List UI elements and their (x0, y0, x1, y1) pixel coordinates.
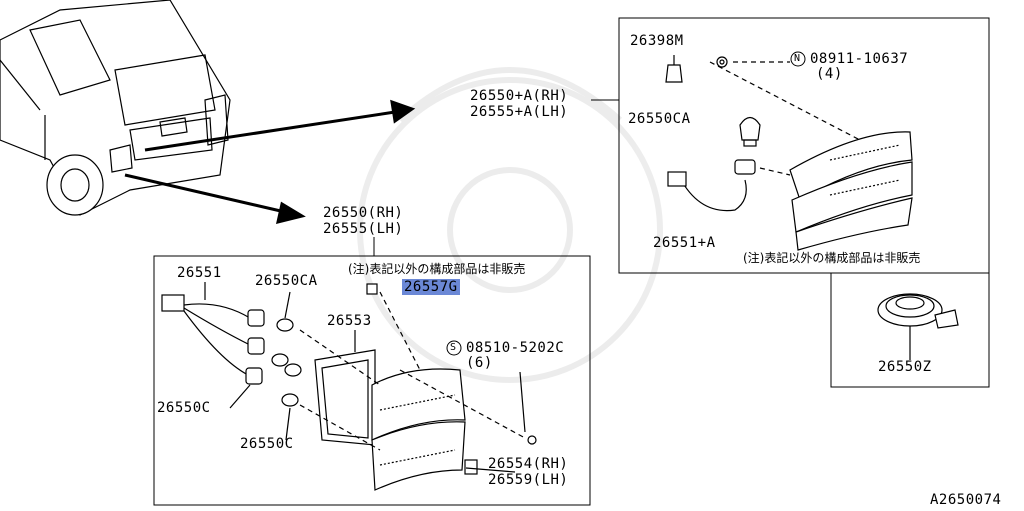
part-26550C-a[interactable]: 26550C (157, 400, 211, 416)
part-26553[interactable]: 26553 (327, 313, 372, 329)
label-26550-rh: 26550(RH) (323, 205, 404, 221)
part-26550C-b[interactable]: 26550C (240, 436, 294, 452)
seal-roll-26550Z (877, 293, 959, 360)
rear-combination-lamp (371, 368, 478, 491)
van-illustration (0, 0, 231, 216)
part-26551A[interactable]: 26551+A (653, 235, 716, 251)
part-08510-qty: (6) (466, 355, 493, 371)
bulbs (271, 318, 302, 407)
lower-assembly-box (153, 255, 591, 506)
upper-assembly-box (618, 17, 990, 274)
part-26550Z[interactable]: 26550Z (878, 359, 932, 375)
part-26559-lh[interactable]: 26559(LH) (488, 472, 569, 488)
s-symbol: S (450, 342, 457, 353)
diagram-id: A2650074 (930, 492, 1002, 508)
label-26550A-rh: 26550+A(RH) (470, 88, 569, 104)
screw-08510 (519, 371, 537, 445)
gasket-26553 (314, 330, 376, 446)
socket-harness-26551A (667, 159, 756, 212)
part-08911-10637[interactable]: 08911-10637 (810, 51, 909, 67)
watermark (357, 67, 663, 383)
label-26555-lh: 26555(LH) (323, 221, 404, 237)
bulb-26550CA-top (739, 116, 761, 147)
highlight-26557G: 26557G (402, 279, 460, 295)
note-not-sold-top: (注)表記以外の構成部品は非販売 (743, 251, 921, 265)
seal-box (830, 272, 990, 388)
arrows (124, 99, 416, 225)
n-symbol: N (794, 53, 801, 64)
nut-26557G (366, 283, 378, 295)
clip-26398M (665, 55, 683, 83)
combination-lamp-26550A (789, 131, 913, 251)
part-26550CA-top[interactable]: 26550CA (628, 111, 691, 127)
part-26550CA-bottom[interactable]: 26550CA (255, 273, 318, 289)
nut-08911 (716, 56, 728, 68)
note-not-sold-bottom: (注)表記以外の構成部品は非販売 (348, 262, 526, 276)
part-26551[interactable]: 26551 (177, 265, 222, 281)
wire-harness-26551 (161, 282, 251, 376)
part-08510-5202C[interactable]: 08510-5202C (466, 340, 565, 356)
part-26554-rh[interactable]: 26554(RH) (488, 456, 569, 472)
part-08911-qty: (4) (816, 66, 843, 82)
part-26557G[interactable]: 26557G (402, 279, 460, 295)
sockets (245, 309, 265, 385)
label-26555A-lh: 26555+A(LH) (470, 104, 569, 120)
part-26398M[interactable]: 26398M (630, 33, 684, 49)
